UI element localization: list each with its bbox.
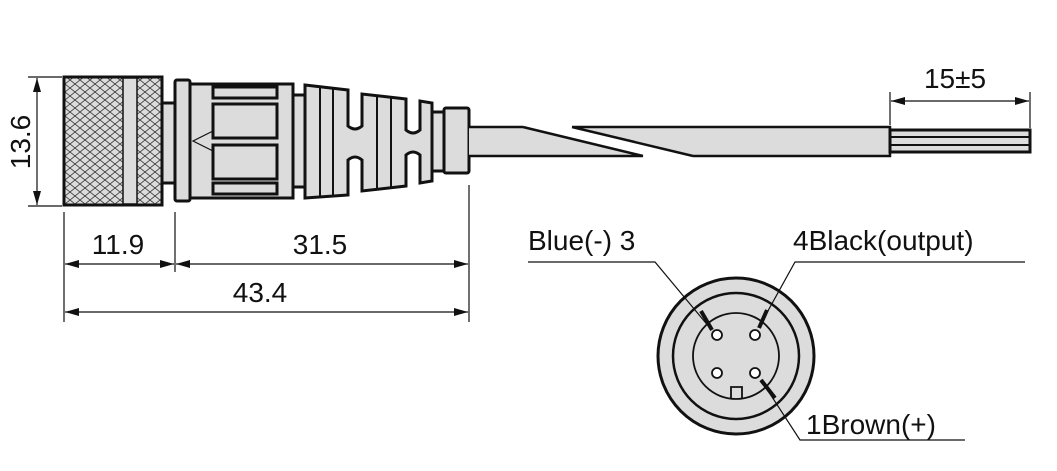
stripped-wires	[888, 128, 1032, 154]
pin-2	[711, 367, 723, 379]
cable	[469, 125, 892, 158]
pin3-label: Blue(-) 3	[528, 225, 635, 256]
pin4-label: 4Black(output)	[793, 225, 974, 256]
dimension-lengths: 11.9 31.5 43.4	[63, 185, 470, 322]
collar-neck	[430, 110, 446, 173]
collar	[442, 106, 471, 175]
flange	[173, 78, 192, 203]
pin-leaders: Blue(-) 3 4Black(output) 1Brown(+)	[528, 225, 1025, 441]
dimension-strip: 15±5	[889, 63, 1031, 128]
diameter-label: 13.6	[5, 115, 36, 170]
pin-4	[749, 329, 761, 341]
strain-relief	[303, 83, 434, 200]
pin-face	[656, 276, 816, 436]
body-neck	[291, 93, 307, 189]
nut-neck	[160, 101, 177, 185]
body-length-label: 31.5	[293, 229, 348, 260]
pin-1	[749, 367, 761, 379]
pin1-label: 1Brown(+)	[806, 409, 936, 440]
dimension-diameter: 13.6	[5, 76, 62, 207]
knurled-nut	[62, 75, 164, 207]
nut-length-label: 11.9	[92, 229, 144, 260]
strip-length-label: 15±5	[924, 63, 986, 94]
pin-3	[711, 329, 723, 341]
connector-body	[188, 82, 295, 200]
total-length-label: 43.4	[233, 277, 288, 308]
